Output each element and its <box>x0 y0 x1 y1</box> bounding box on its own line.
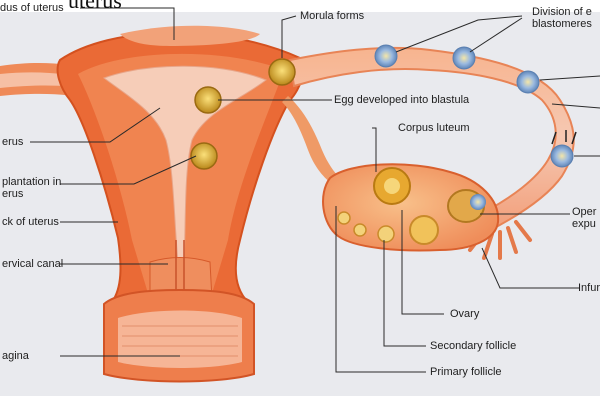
primary-follicle-a <box>338 212 350 224</box>
label-vagina: agina <box>2 350 29 362</box>
label-neck: ck of uterus <box>2 216 59 228</box>
label-cervical-canal: ervical canal <box>2 258 63 270</box>
corpus-luteum-core <box>384 178 400 194</box>
primary-follicle-b <box>354 224 366 236</box>
label-implantation: plantation in erus <box>2 176 61 200</box>
blastula <box>195 87 221 113</box>
morula <box>269 59 295 85</box>
secondary-follicle <box>378 226 394 242</box>
label-ovum-expulsion: Oper expu <box>572 206 596 230</box>
fertilized-ovum <box>551 145 573 167</box>
label-morula: Morula forms <box>300 10 364 22</box>
growing-follicle <box>410 216 438 244</box>
label-secondary-follicle: Secondary follicle <box>430 340 516 352</box>
label-blastula: Egg developed into blastula <box>334 94 469 106</box>
eight-cell-stage <box>517 71 539 93</box>
label-fundus: dus of uterus <box>0 2 64 14</box>
label-corpus-luteum: Corpus luteum <box>398 122 470 134</box>
label-uterus: erus <box>2 136 23 148</box>
label-ovary: Ovary <box>450 308 479 320</box>
label-division: Division of e blastomeres <box>532 6 592 30</box>
released-ovum <box>470 194 486 210</box>
title-fragment: uterus <box>68 0 122 14</box>
label-primary-follicle: Primary follicle <box>430 366 502 378</box>
label-infundibulum: Infur <box>578 282 600 294</box>
two-cell-stage <box>375 45 397 67</box>
vaginal-lumen <box>118 311 242 369</box>
